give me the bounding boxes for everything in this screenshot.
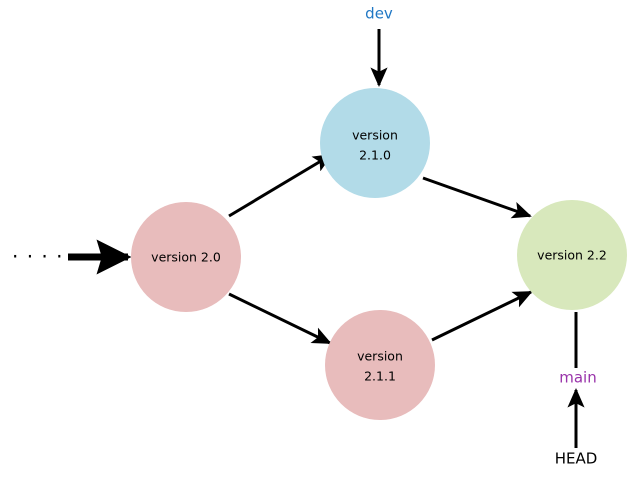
node-version-2-1-1-label-line1: version — [357, 349, 403, 364]
edge-version-2-1-0-to-version-2-2 — [422, 176, 532, 219]
node-version-2-1-1[interactable]: version 2.1.1 — [325, 310, 435, 420]
node-version-2-1-0-circle[interactable] — [320, 88, 430, 198]
ref-label-head[interactable]: HEAD — [555, 450, 598, 468]
node-version-2-2-circle[interactable] — [517, 200, 627, 310]
node-version-2-2-label: version 2.2 — [537, 248, 607, 263]
node-version-2-1-0-label-line2: 2.1.0 — [359, 148, 391, 163]
edge-version-2-1-1-to-version-2-2 — [431, 290, 533, 342]
node-version-2-1-0[interactable]: version 2.1.0 — [320, 88, 430, 198]
ref-label-dev[interactable]: dev — [365, 5, 393, 23]
node-version-2-0[interactable]: version 2.0 — [131, 202, 241, 312]
edge-version-2-0-to-version-2-1-1 — [228, 292, 332, 345]
ref-label-main[interactable]: main — [559, 369, 596, 387]
node-version-2-1-0-label-line1: version — [352, 128, 398, 143]
node-version-2-0-circle[interactable] — [131, 202, 241, 312]
node-version-2-1-1-label-line2: 2.1.1 — [364, 369, 396, 384]
edge-version-2-0-to-version-2-1-0 — [228, 153, 333, 218]
node-version-2-1-1-circle[interactable] — [325, 310, 435, 420]
node-version-2-2[interactable]: version 2.2 — [517, 200, 627, 310]
node-version-2-0-label: version 2.0 — [151, 250, 221, 265]
